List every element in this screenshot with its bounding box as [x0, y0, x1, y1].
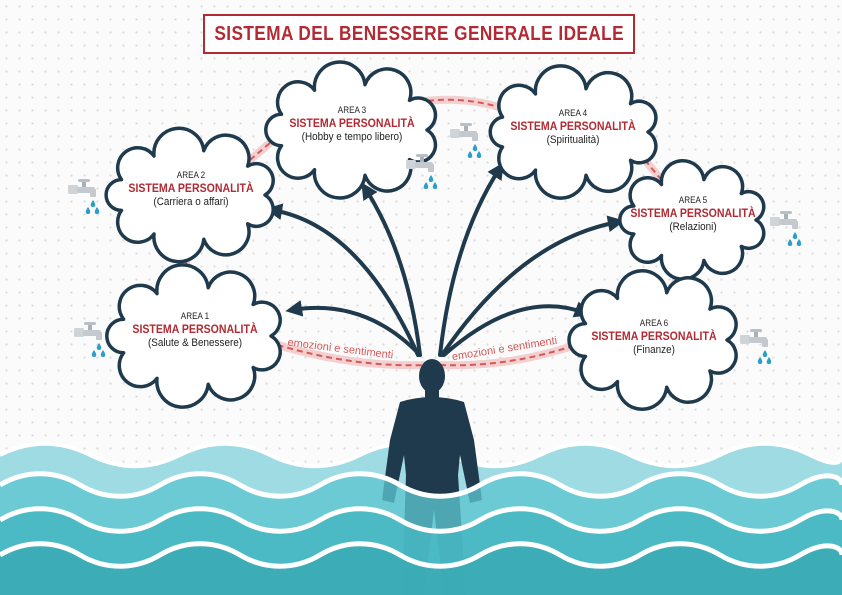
cloud-area-2 [104, 126, 275, 264]
area-5-number: AREA 5 [678, 195, 708, 205]
area-4-number: AREA 4 [558, 108, 588, 118]
arrow-area6 [442, 301, 592, 357]
area-3-text: AREA 3 SISTEMA PERSONALITÀ (Hobby e temp… [267, 105, 437, 145]
arrow-area5 [440, 215, 625, 357]
arrow-area2 [265, 203, 420, 357]
arrows [265, 162, 625, 357]
arrow-area3 [361, 182, 422, 357]
area-6-system: SISTEMA PERSONALITÀ [591, 329, 717, 344]
water-front [0, 471, 842, 595]
clouds [104, 60, 766, 411]
area-2-number: AREA 2 [176, 170, 206, 180]
water-tap-icon [68, 179, 100, 214]
arrow-area4 [438, 162, 504, 357]
area-1-name: (Salute & Benessere) [147, 337, 243, 350]
area-4-text: AREA 4 SISTEMA PERSONALITÀ (Spiritualità… [488, 108, 658, 148]
area-2-system: SISTEMA PERSONALITÀ [128, 181, 254, 196]
title-box: SISTEMA DEL BENESSERE GENERALE IDEALE [203, 14, 635, 54]
area-6-text: AREA 6 SISTEMA PERSONALITÀ (Finanze) [569, 318, 739, 358]
cloud-area-1 [105, 263, 282, 409]
area-4-name: (Spiritualità) [546, 134, 600, 147]
cloud-area-6 [567, 269, 738, 411]
area-3-number: AREA 3 [337, 105, 367, 115]
area-3-name: (Hobby e tempo libero) [301, 131, 403, 144]
area-5-text: AREA 5 SISTEMA PERSONALITÀ (Relazioni) [608, 195, 778, 235]
cloud-area-3 [264, 60, 438, 200]
area-5-system: SISTEMA PERSONALITÀ [630, 206, 756, 221]
area-4-system: SISTEMA PERSONALITÀ [510, 119, 636, 134]
area-1-system: SISTEMA PERSONALITÀ [132, 322, 258, 337]
water-tap-icon [740, 329, 772, 364]
cloud-area-5 [618, 158, 766, 282]
arrow-area1 [285, 300, 422, 357]
area-1-text: AREA 1 SISTEMA PERSONALITÀ (Salute & Ben… [110, 311, 280, 351]
area-2-name: (Carriera o affari) [153, 196, 229, 209]
area-2-text: AREA 2 SISTEMA PERSONALITÀ (Carriera o a… [106, 170, 276, 210]
page-title: SISTEMA DEL BENESSERE GENERALE IDEALE [214, 22, 624, 45]
area-6-name: (Finanze) [633, 344, 675, 357]
cloud-area-4 [488, 64, 658, 200]
area-3-system: SISTEMA PERSONALITÀ [289, 116, 415, 131]
water-tap-icon [450, 123, 482, 158]
area-6-number: AREA 6 [639, 318, 669, 328]
water-tap-icon [74, 322, 106, 357]
area-5-name: (Relazioni) [669, 221, 717, 234]
area-1-number: AREA 1 [180, 311, 210, 321]
